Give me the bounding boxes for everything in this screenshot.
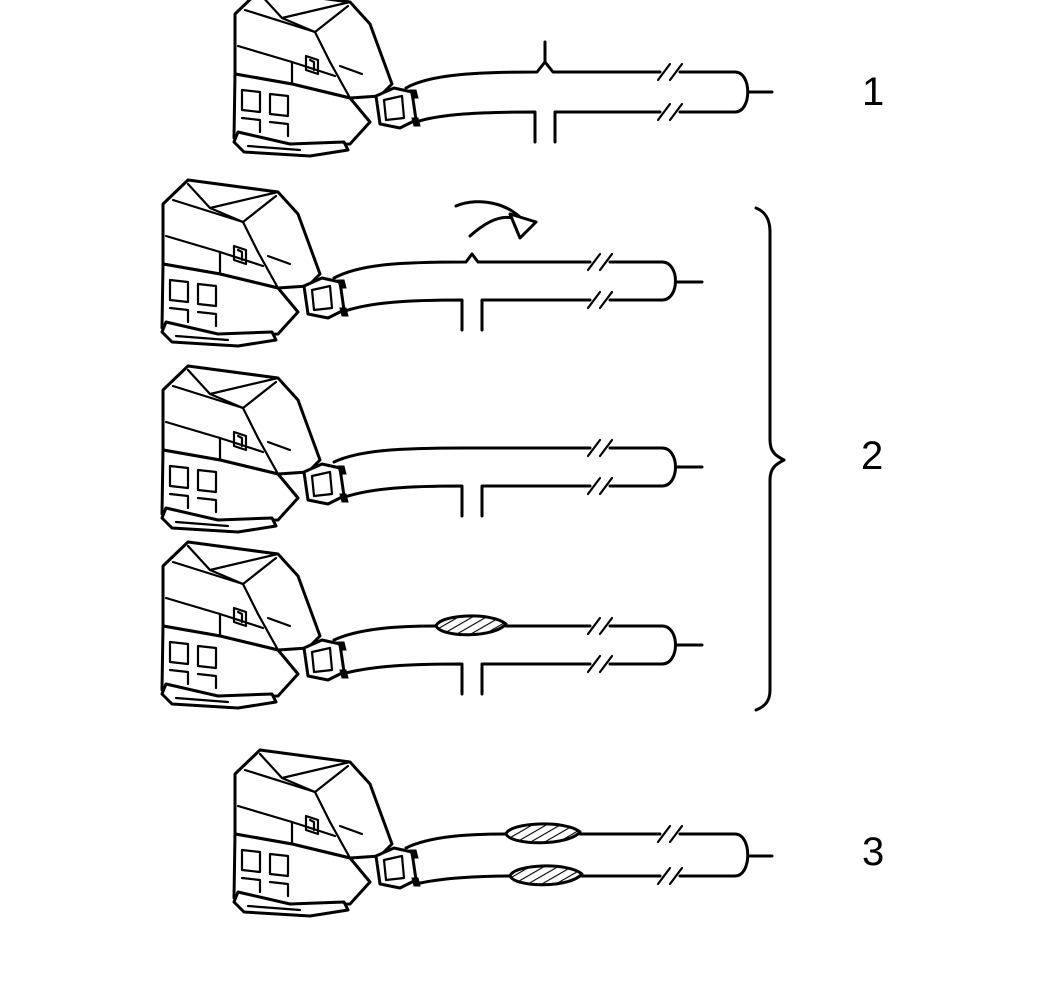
assembly-2c (160, 540, 704, 710)
assembly-3 (232, 748, 774, 918)
callout-2: 2 (861, 434, 884, 478)
assembly-1 (232, 0, 774, 158)
assembly-2a (160, 178, 704, 348)
assembly-2b (160, 364, 704, 534)
callout-3: 3 (862, 830, 885, 874)
group-brace (754, 206, 786, 712)
callout-1: 1 (862, 70, 885, 114)
